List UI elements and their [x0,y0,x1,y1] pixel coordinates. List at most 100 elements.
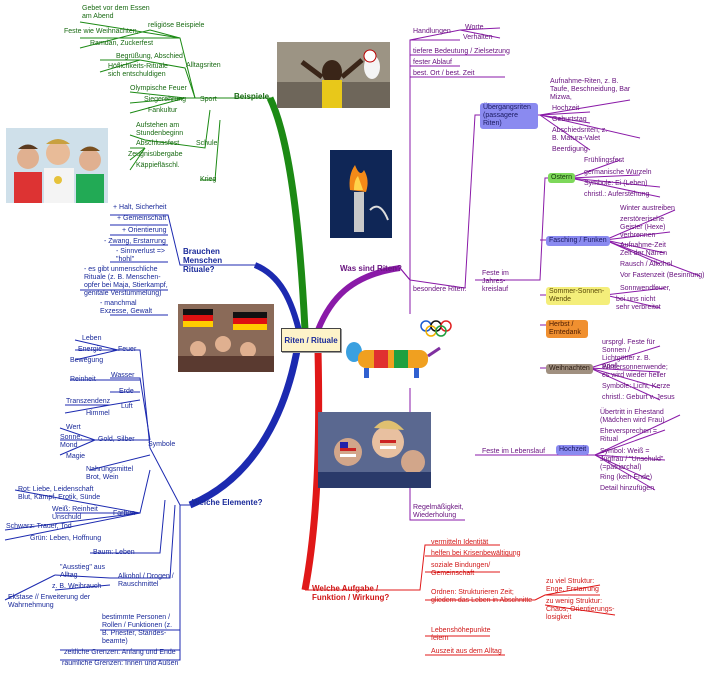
leaf[interactable]: zerstörerische Geister (Hexe) verbrennen [620,216,666,239]
leaf[interactable]: - Zwang, Erstarrung [104,238,166,245]
leaf[interactable]: Hochzeit [552,105,580,112]
leaf[interactable]: Abschiedsriten, z. B. Matura-Valet [552,127,608,142]
leaf[interactable]: Aufnahme-Zeit Zeit der Narren [620,242,668,257]
leaf[interactable]: Frühlingsfest [584,157,625,164]
leaf[interactable]: Sonnwendfeuer, [620,285,671,292]
branch-elemente[interactable]: Welche Elemente? [192,498,263,507]
leaf[interactable]: bei uns nicht sehr verbreitet [616,296,661,311]
leaf[interactable]: "Ausstieg" aus Alltag [60,564,106,579]
leaf[interactable]: Ordnen: Strukturieren Zeit; gliedern das… [431,589,533,604]
leaf[interactable]: + Gemeinschaft [117,215,167,222]
node-schule[interactable]: Schule [196,140,218,147]
node-symbole[interactable]: Symbole [148,441,176,448]
leaf[interactable]: Vor Fastenzeit (Besinnung) [620,272,705,279]
node-gold-silber[interactable]: Gold, Silber [98,436,135,443]
node-ostern[interactable]: Ostern [548,173,576,183]
node-religioese-beispiele[interactable]: religiöse Beispiele [148,22,205,29]
leaf[interactable]: Wert [66,424,81,431]
leaf[interactable]: - Sinnverlust => "hohl" [116,248,166,263]
leaf[interactable]: Lebenshöhepunkte feiern [431,627,491,642]
leaf[interactable]: Zeugnisübergabe [128,151,183,158]
node-uebergangsriten[interactable]: Übergangsriten (passagere Riten) [480,103,538,129]
leaf[interactable]: - manchmal Exzesse, Gewalt [100,300,153,315]
leaf[interactable]: best. Ort / best. Zeit [413,70,475,77]
leaf[interactable]: Käppiefläschl. [136,162,180,169]
branch-brauchen[interactable]: Brauchen Menschen Rituale? [183,247,223,274]
leaf[interactable]: Olympische Feuer [130,85,187,92]
node-baum[interactable]: Baum: Leben [93,549,135,556]
leaf[interactable]: Rausch / Alkohol [620,261,673,268]
node-feste-jahreskreislauf[interactable]: Feste im Jahres- kreislauf [482,270,509,293]
leaf[interactable]: Begrüßung, Abschied [116,53,183,60]
leaf[interactable]: Übertritt in Ehestand (Mädchen wird Frau… [600,409,665,424]
node-sport[interactable]: Sport [200,96,217,103]
leaf[interactable]: räumliche Grenzen: Innen und Außen [62,660,179,667]
leaf[interactable]: Detail hinzufügen [600,485,655,492]
node-herbst[interactable]: Herbst / Erntedank [546,320,588,338]
leaf[interactable]: Reinheit [70,376,96,383]
leaf[interactable]: Beerdigung [552,146,588,153]
node-wasser[interactable]: Wasser [111,372,135,379]
node-feuer[interactable]: Feuer [118,346,137,353]
leaf[interactable]: Schwarz: Trauer, Tod [6,523,72,530]
leaf[interactable]: tiefere Bedeutung / Zielsetzung [413,48,510,55]
leaf[interactable]: Abschlussfest [136,140,180,147]
leaf[interactable]: helfen bei Krisenbewältigung [431,550,521,557]
central-topic[interactable]: Riten / Rituale [281,328,341,352]
branch-aufgaben[interactable]: Welche Aufgabe / Funktion / Wirkung? [312,584,390,602]
leaf[interactable]: Magie [66,453,86,460]
leaf[interactable]: Symbole: Ei (Leben) [584,180,648,187]
leaf[interactable]: Weiß: Reinheit Unschuld [52,506,98,521]
node-erde[interactable]: Erde [119,388,134,395]
leaf[interactable]: vermitteln Identität [431,539,489,546]
node-fasching[interactable]: Fasching / Funken [546,236,610,246]
leaf[interactable]: Regelmäßigkeit, Wiederholung [413,504,464,519]
leaf[interactable]: Symbole: Licht, Kerze [602,383,671,390]
leaf[interactable]: Gebet vor dem Essen am Abend [82,5,150,20]
leaf[interactable]: christl.: Geburt v. Jesus [602,394,675,401]
leaf[interactable]: Aufnahme-Riten, z. B. Taufe, Beschneidun… [550,78,631,101]
leaf[interactable]: Aufstehen am Stundenbeginn [136,122,184,137]
leaf[interactable]: Fankultur [148,107,178,114]
leaf[interactable]: Transzendenz [66,398,111,405]
leaf[interactable]: Feste wie Weihnachten, [64,28,139,35]
leaf[interactable]: Ekstase // Erweiterung der Wahrnehmung [8,594,91,609]
leaf[interactable]: Energie [78,346,103,353]
leaf[interactable]: Grün: Leben, Hoffnung [30,535,102,542]
node-krieg[interactable]: Krieg [200,176,217,183]
node-besondere-riten[interactable]: besondere Riten: [413,286,467,293]
leaf[interactable]: Nahrungsmittel Brot, Wein [86,466,134,481]
leaf[interactable]: + Halt, Sicherheit [113,204,167,211]
leaf[interactable]: + Orientierung [122,227,167,234]
leaf[interactable]: Verhalten [463,34,493,41]
leaf[interactable]: zu viel Struktur: Enge, Erstarrung [546,578,599,593]
leaf[interactable]: christl.: Auferstehung [584,191,650,198]
branch-beispiele[interactable]: Beispiele [234,92,270,101]
node-handlungen[interactable]: Handlungen [413,28,451,35]
leaf[interactable]: germanische Wurzeln [584,169,652,176]
leaf[interactable]: fester Ablauf [413,59,452,66]
leaf[interactable]: Geburtstag [552,116,587,123]
node-sommer-sonnenwende[interactable]: Sommer-Sonnen- Wende [546,287,610,305]
leaf[interactable]: Winter austreiben [620,205,675,212]
leaf[interactable]: Himmel [86,410,110,417]
leaf[interactable]: Siegerehrung [144,96,187,103]
leaf[interactable]: Ramdan, Zuckerfest [90,40,154,47]
node-weihnachten[interactable]: Weihnachten [546,364,593,374]
node-hochzeit[interactable]: Hochzeit [556,445,590,455]
leaf[interactable]: Leben [82,335,102,342]
leaf[interactable]: z. B. Weihrauch [52,583,102,590]
node-feste-lebenslauf[interactable]: Feste im Lebenslauf [482,448,546,455]
leaf[interactable]: zu wenig Struktur: Chaos, Orientierungs-… [546,598,615,621]
leaf[interactable]: Sonne, Mond [60,434,83,449]
leaf[interactable]: Symbol: Weiß = Jugfrau / "Unschuld" (=pa… [600,448,664,471]
node-alltagsriten[interactable]: Alltagsriten [186,62,221,69]
leaf[interactable]: Rot: Liebe, Leidenschaft Blut, Kampf, Er… [18,486,101,501]
leaf[interactable]: Auszeit aus dem Alltag [431,648,502,655]
leaf[interactable]: ursprgl. Feste für Sonnen / Lichtgötter … [602,339,655,370]
leaf[interactable]: Ring (kein Ende) [600,474,653,481]
leaf[interactable]: - es gibt unmenschliche Rituale (z. B. M… [84,266,168,297]
node-farben[interactable]: Farben [113,510,136,517]
leaf[interactable]: Wintersonnenwende; es wird wieder heller [602,364,668,379]
node-luft[interactable]: Luft [121,403,133,410]
